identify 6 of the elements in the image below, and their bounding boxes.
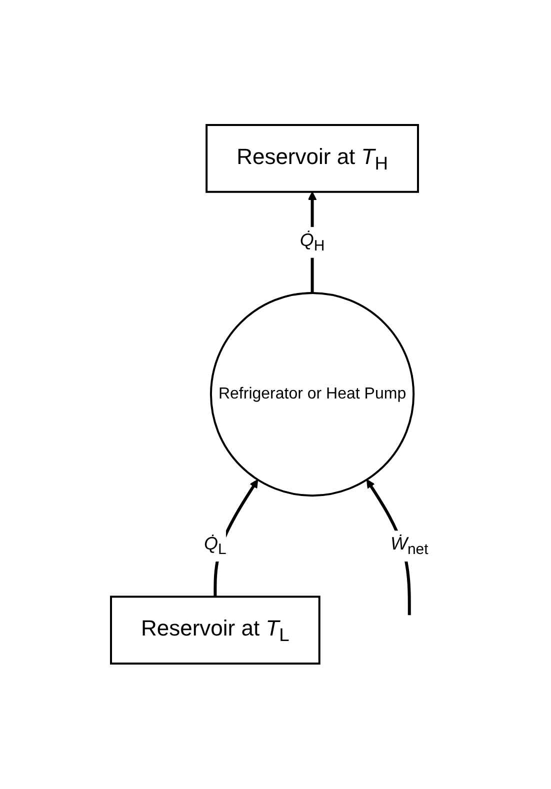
- edge-label: Q̇$_{L}$: [204, 534, 227, 558]
- node-box: Reservoir at T$_{H}$: [206, 124, 420, 194]
- node-box: Reservoir at T$_{L}$: [110, 596, 321, 665]
- edge-label: Q̇$_{H}$: [300, 230, 326, 255]
- node-circle: Refrigerator or Heat Pump: [210, 292, 415, 497]
- edge-label: Ẇ$_{net}$: [390, 534, 429, 558]
